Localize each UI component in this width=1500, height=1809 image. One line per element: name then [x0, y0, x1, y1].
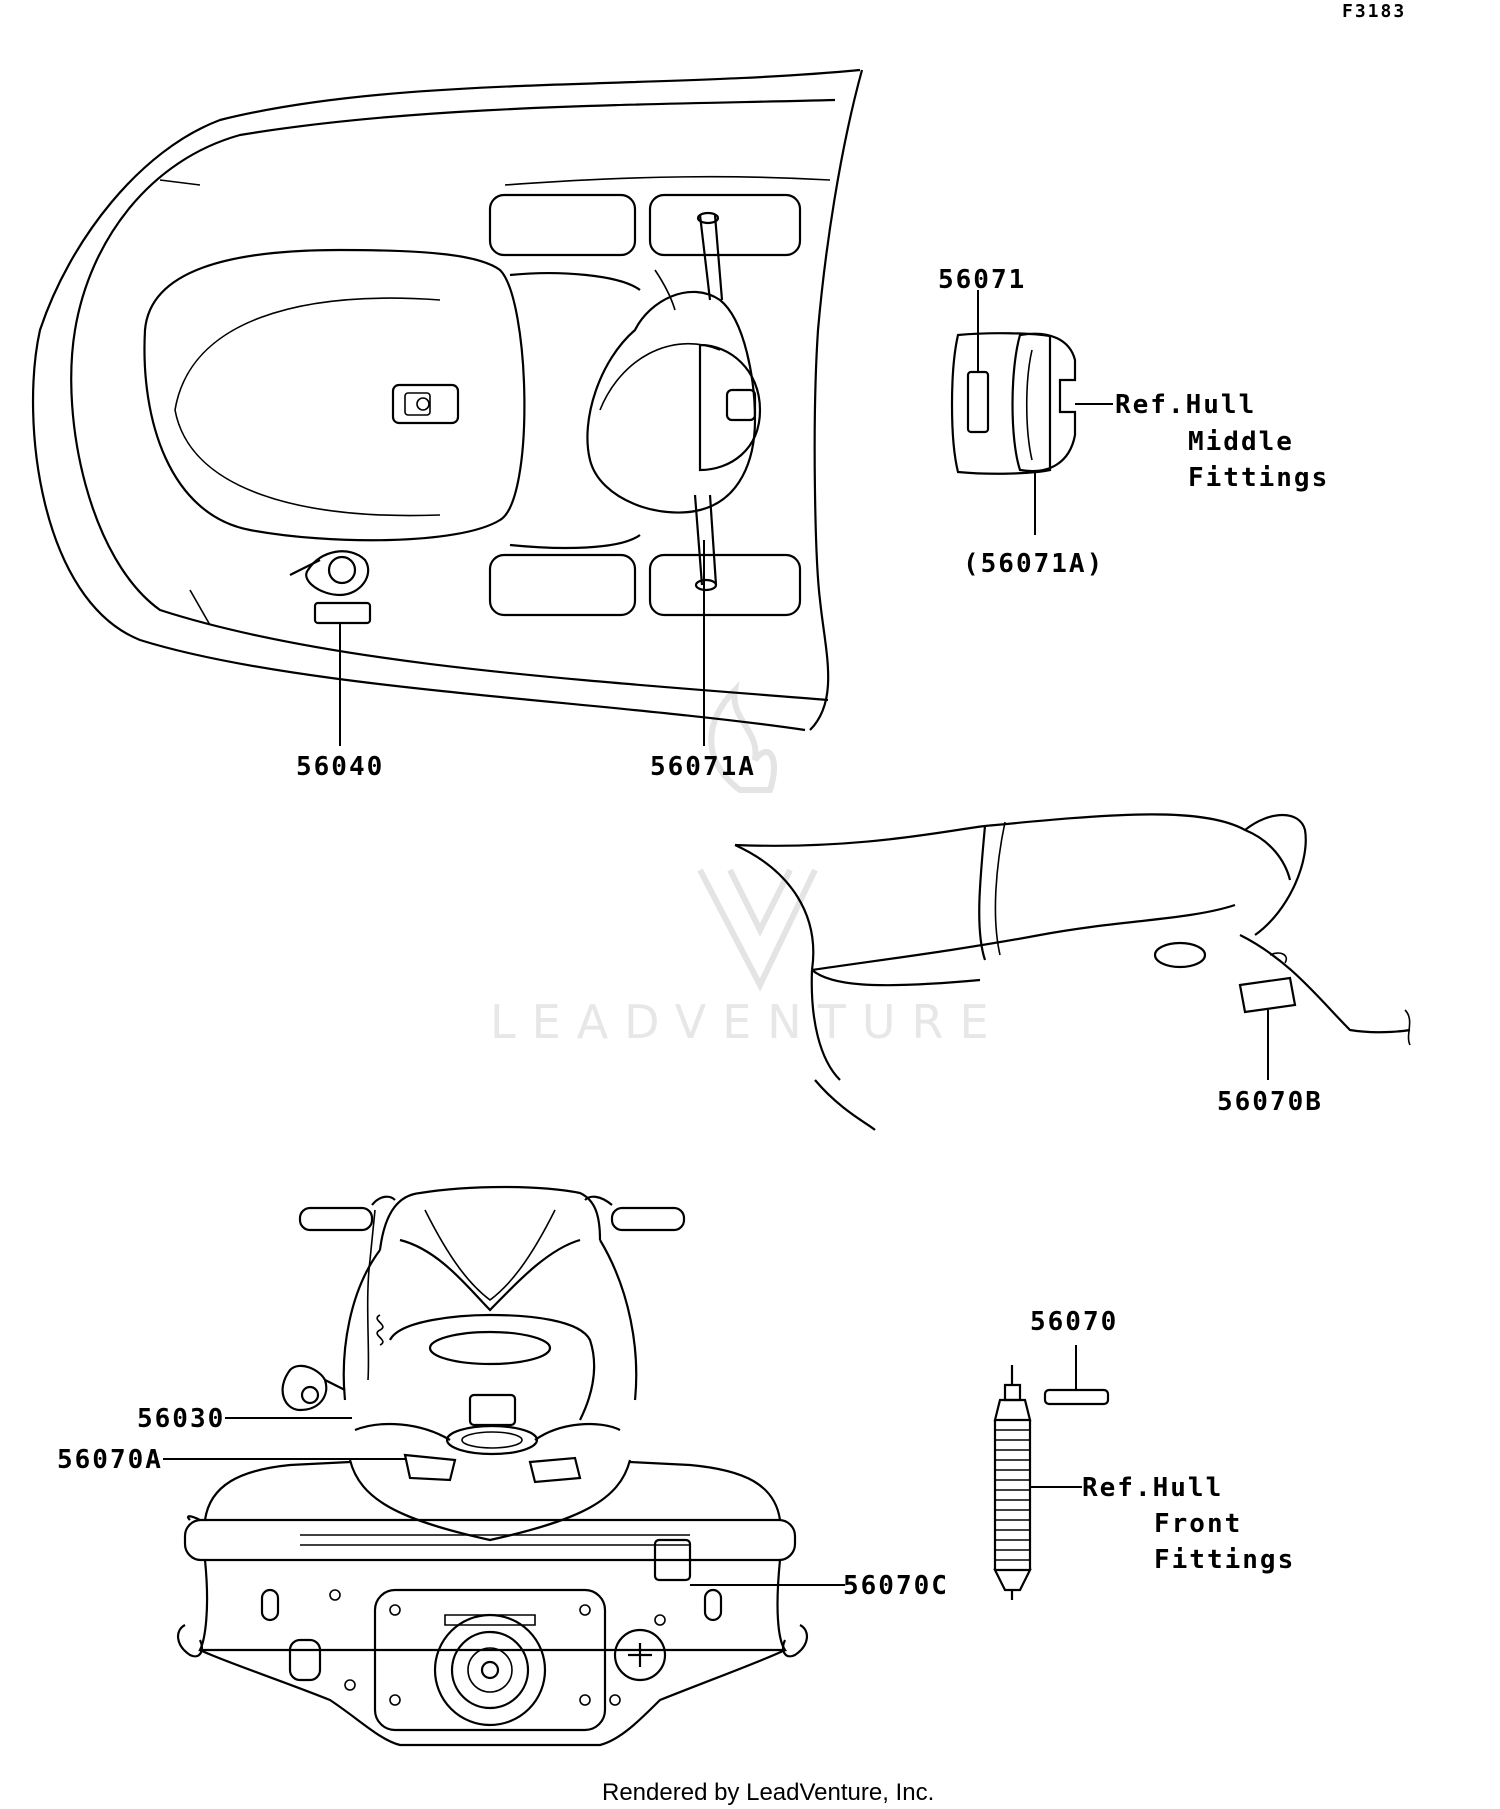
ref-middle-line3: Fittings — [1188, 463, 1329, 493]
decal-56070A — [403, 1453, 457, 1482]
callout-56070A: 56070A — [57, 1445, 163, 1475]
decal-56070 — [1043, 1388, 1110, 1406]
ref-front-line2: Front — [1154, 1509, 1242, 1539]
callout-56070C: 56070C — [843, 1571, 949, 1601]
ref-middle-line1: Ref.Hull — [1115, 390, 1256, 420]
callout-56070B: 56070B — [1217, 1087, 1323, 1117]
callout-56071A-paren: (56071A) — [963, 549, 1104, 579]
watermark-text: LEADVENTURE — [490, 995, 1005, 1049]
seat-side-view — [734, 813, 1411, 1131]
decal-56040 — [313, 601, 372, 625]
rear-view — [177, 1185, 808, 1747]
footer-credit: Rendered by LeadVenture, Inc. — [602, 1779, 934, 1806]
decal-56070C — [653, 1538, 692, 1582]
decal-56071 — [966, 370, 990, 434]
ref-middle-line2: Middle — [1188, 427, 1294, 457]
flame-logo-icon — [697, 681, 818, 992]
ref-front-line3: Fittings — [1154, 1545, 1295, 1575]
hull-top-view — [32, 68, 864, 732]
middle-fittings-detail — [950, 332, 1077, 475]
callout-56030: 56030 — [137, 1404, 225, 1434]
watermark: LEADVENTURE — [490, 681, 1005, 1049]
decal-56070B — [1238, 976, 1297, 1014]
callout-56071: 56071 — [938, 265, 1026, 295]
callout-56071A: 56071A — [650, 752, 756, 782]
callout-56040: 56040 — [296, 752, 384, 782]
callout-56070: 56070 — [1030, 1307, 1118, 1337]
front-fittings-detail — [993, 1365, 1110, 1600]
diagram-code: F3183 — [1342, 1, 1406, 22]
ref-front-line1: Ref.Hull — [1082, 1473, 1223, 1503]
